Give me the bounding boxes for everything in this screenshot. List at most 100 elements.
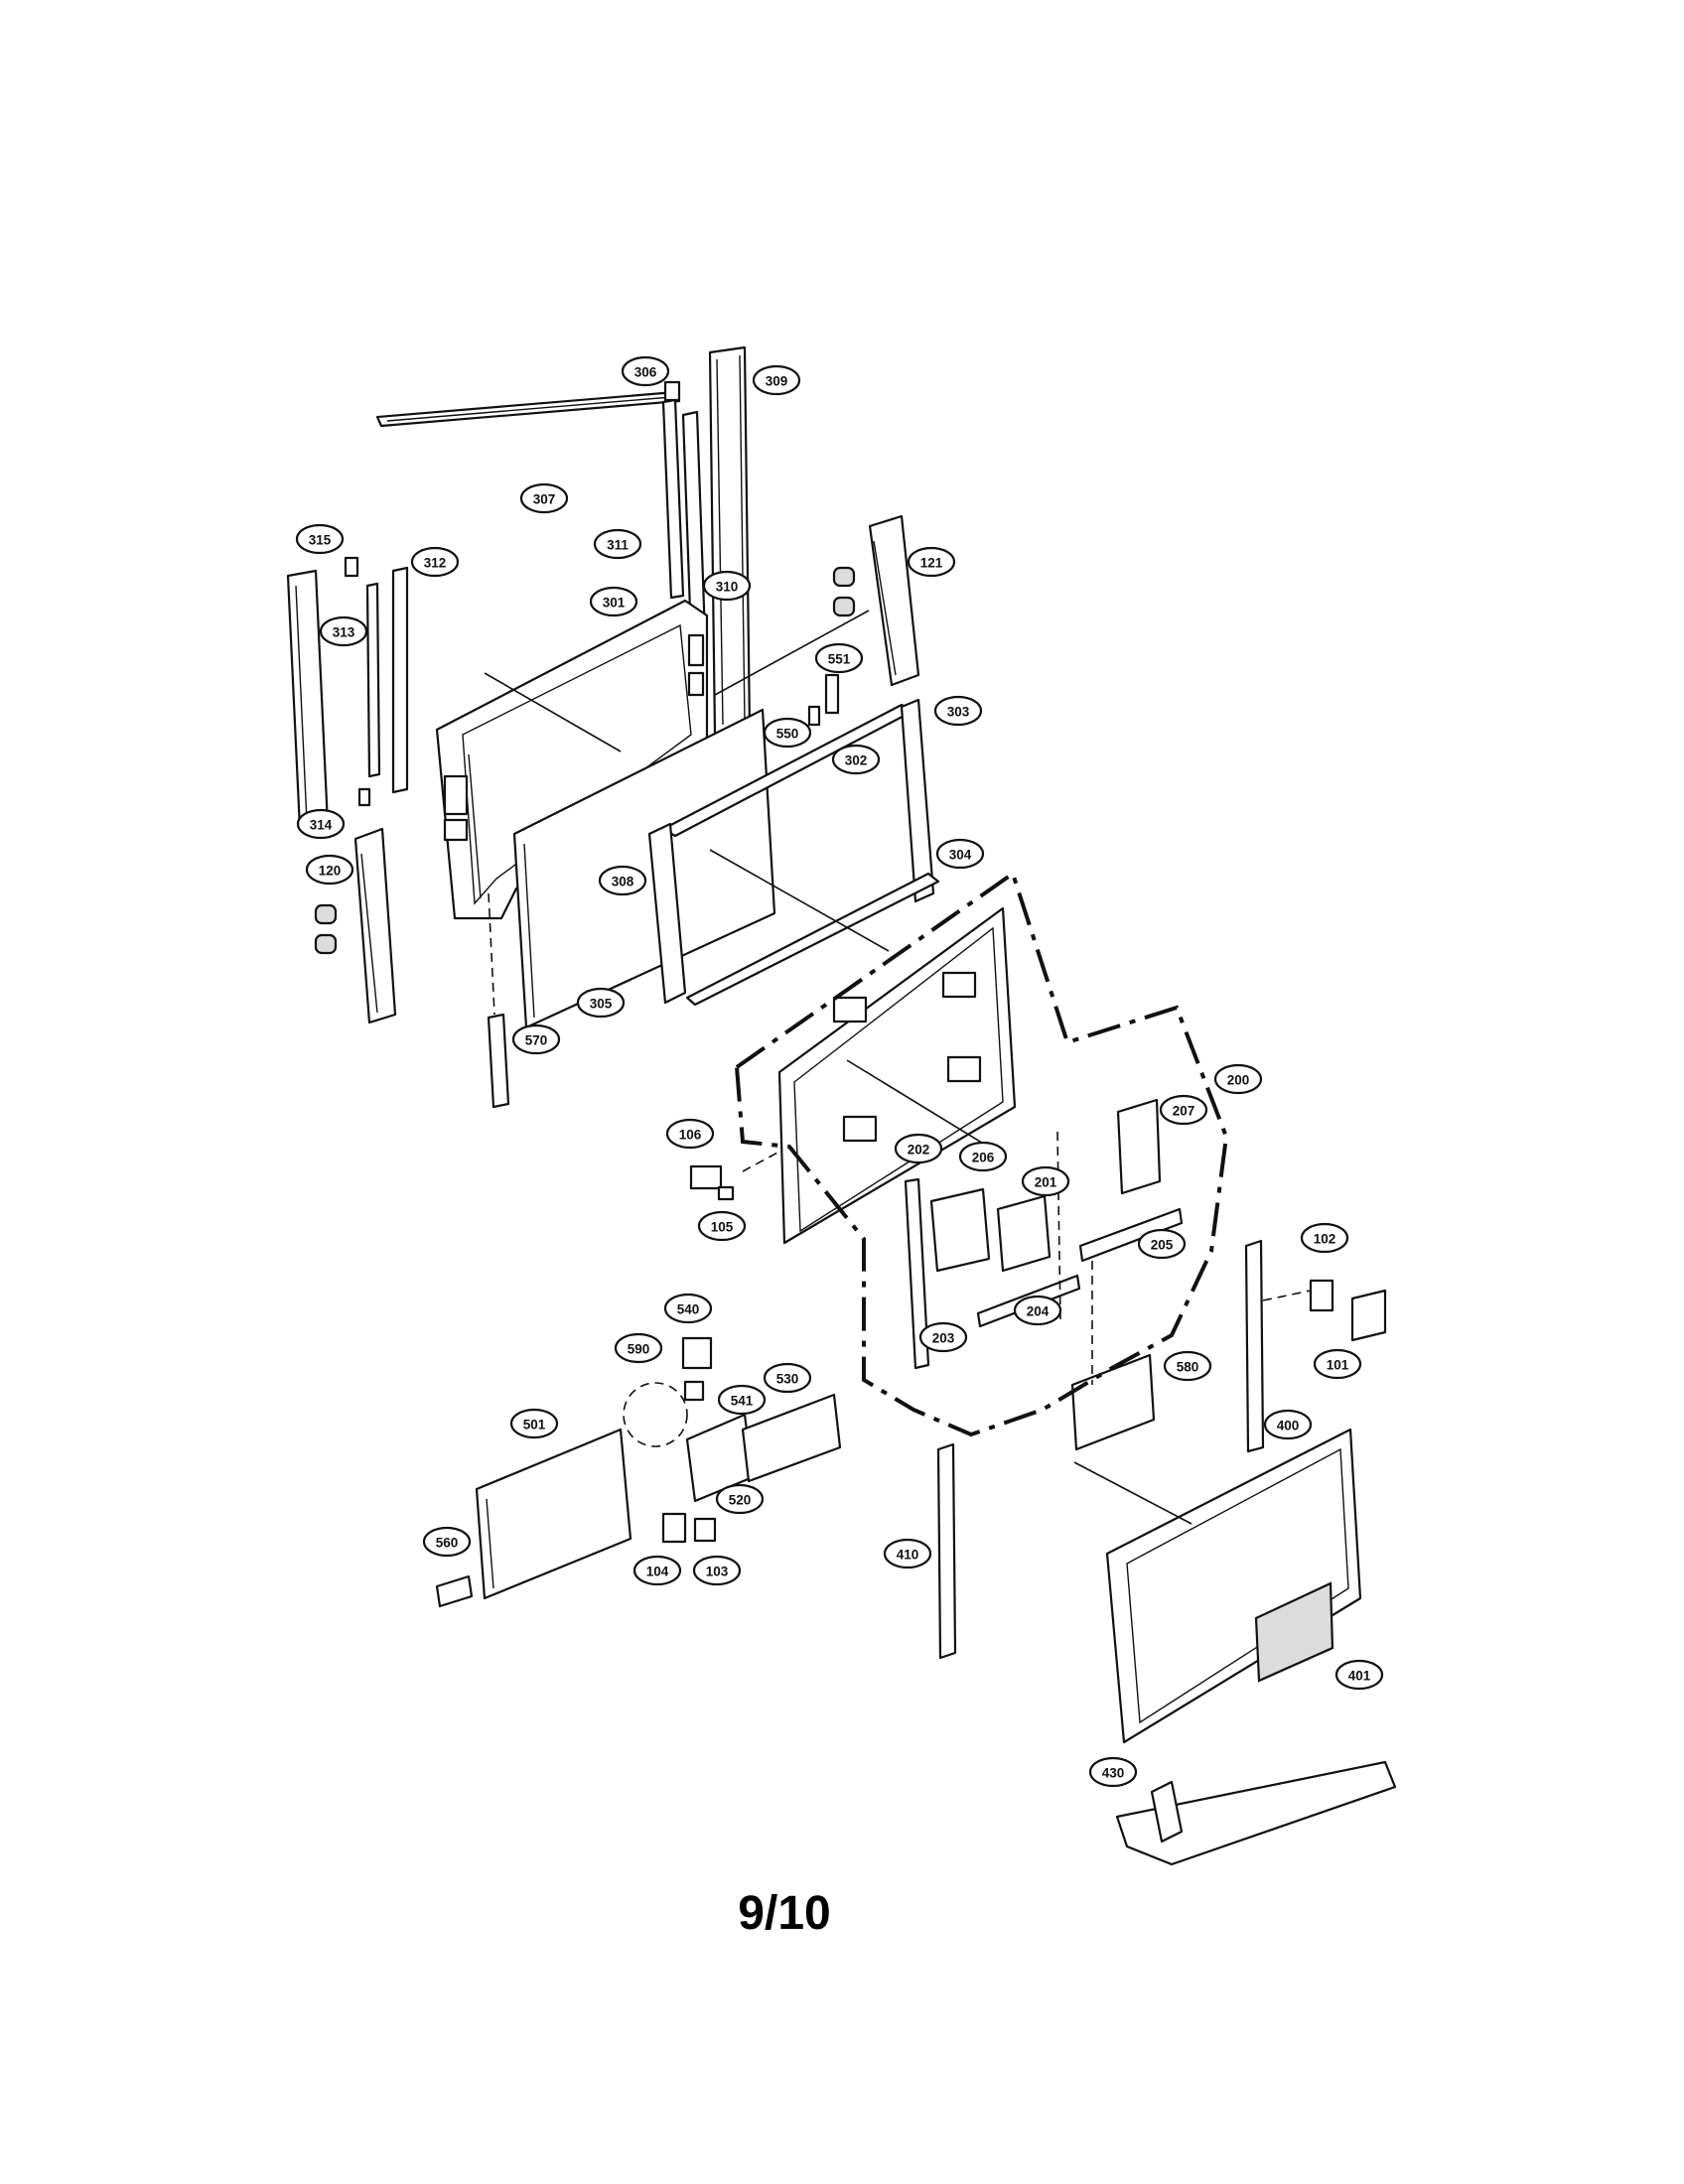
- callout-label: 541: [731, 1394, 754, 1409]
- callout-label: 306: [634, 365, 657, 380]
- callout-label: 501: [523, 1418, 546, 1433]
- callout-label: 105: [711, 1220, 734, 1235]
- callout-oval: [933, 695, 983, 727]
- part-315-clip: [344, 556, 359, 578]
- callout-305: 305: [576, 987, 626, 1019]
- callout-label: 206: [972, 1151, 995, 1165]
- part-301-speaker-grille-left: [443, 774, 469, 816]
- callout-label: 104: [646, 1565, 669, 1579]
- callout-202: 202: [894, 1133, 943, 1164]
- callout-label: 204: [1027, 1304, 1050, 1319]
- part-313-strip: [286, 569, 330, 831]
- callout-oval: [410, 546, 460, 578]
- callout-label: 314: [310, 818, 333, 833]
- callout-oval: [519, 482, 569, 514]
- part-304-frame-bottom: [685, 872, 940, 1007]
- callout-label: 430: [1102, 1766, 1125, 1781]
- part-301-speaker-grille-right: [687, 633, 705, 667]
- part-401-vent-panel: [1254, 1581, 1334, 1683]
- callout-oval: [1313, 1348, 1362, 1380]
- part-308-frame-left: [647, 822, 687, 1005]
- callout-label: 121: [920, 556, 943, 571]
- callout-label: 305: [590, 997, 613, 1012]
- callout-401: 401: [1334, 1659, 1384, 1691]
- part-120-knob-b: [314, 933, 338, 955]
- callout-540: 540: [663, 1293, 713, 1324]
- part-200-window-d: [946, 1055, 982, 1083]
- part-200-window-c: [941, 971, 977, 999]
- callout-label: 580: [1177, 1360, 1199, 1375]
- callout-label: 103: [706, 1565, 729, 1579]
- callout-label: 310: [716, 580, 739, 595]
- callout-570: 570: [511, 1024, 561, 1055]
- callout-oval: [614, 1332, 663, 1364]
- callout-label: 200: [1227, 1073, 1250, 1088]
- callout-label: 401: [1348, 1669, 1371, 1684]
- part-121-speaker: [868, 514, 920, 687]
- callout-307: 307: [519, 482, 569, 514]
- callout-oval: [295, 523, 345, 555]
- callout-306: 306: [621, 355, 670, 387]
- callout-oval: [296, 808, 346, 840]
- part-550-bracket: [807, 705, 821, 727]
- callout-label: 207: [1173, 1104, 1195, 1119]
- callout-309: 309: [752, 364, 801, 396]
- callout-label: 560: [436, 1536, 459, 1551]
- callout-label: 202: [908, 1143, 930, 1158]
- callout-oval: [935, 838, 985, 870]
- part-120-speaker: [353, 827, 397, 1024]
- callout-oval: [715, 1483, 765, 1515]
- callout-204: 204: [1013, 1295, 1062, 1326]
- callout-301: 301: [589, 586, 638, 617]
- callout-oval: [717, 1384, 767, 1416]
- part-301-speaker-grille-right-b: [687, 671, 705, 697]
- part-120-knob-a: [314, 903, 338, 925]
- callout-430: 430: [1088, 1756, 1138, 1788]
- callout-501: 501: [509, 1408, 559, 1439]
- callout-oval: [831, 744, 881, 775]
- callout-oval: [511, 1024, 561, 1055]
- callout-label: 311: [607, 538, 629, 553]
- callout-105: 105: [697, 1210, 747, 1242]
- part-205-board: [1078, 1207, 1184, 1263]
- callout-label: 304: [949, 848, 972, 863]
- callout-oval: [1213, 1063, 1263, 1095]
- callout-200: 200: [1213, 1063, 1263, 1095]
- parts-illustration: [286, 345, 1397, 1866]
- callout-oval: [697, 1210, 747, 1242]
- callout-580: 580: [1163, 1350, 1212, 1382]
- part-121-knob-a: [832, 566, 856, 588]
- callout-label: 303: [947, 705, 970, 720]
- part-580-board: [1070, 1353, 1156, 1451]
- callout-oval: [663, 1293, 713, 1324]
- callout-oval: [763, 717, 812, 749]
- callout-oval: [752, 364, 801, 396]
- callout-304: 304: [935, 838, 985, 870]
- callout-310: 310: [702, 570, 752, 602]
- callout-551: 551: [814, 642, 864, 674]
- callout-oval: [665, 1118, 715, 1150]
- callout-121: 121: [907, 546, 956, 578]
- part-121-knob-b: [832, 596, 856, 617]
- part-102-bracket: [1309, 1279, 1334, 1312]
- part-570-bracket: [487, 1013, 510, 1109]
- callout-label: 201: [1035, 1175, 1057, 1190]
- part-590-dashed-circle: [623, 1382, 688, 1447]
- callout-560: 560: [422, 1526, 472, 1558]
- callout-label: 203: [932, 1331, 955, 1346]
- part-312b-strip: [365, 582, 381, 778]
- callout-oval: [1163, 1350, 1212, 1382]
- page-number: 9/10: [738, 1887, 831, 1940]
- part-551-bracket: [824, 673, 840, 715]
- callout-oval: [305, 854, 354, 886]
- callout-label: 550: [776, 727, 799, 742]
- callout-oval: [763, 1362, 812, 1394]
- callout-302: 302: [831, 744, 881, 775]
- callout-530: 530: [763, 1362, 812, 1394]
- callout-label: 315: [309, 533, 332, 548]
- callout-101: 101: [1313, 1348, 1362, 1380]
- callout-120: 120: [305, 854, 354, 886]
- callout-oval: [1137, 1228, 1187, 1260]
- callout-oval: [1300, 1222, 1349, 1254]
- part-560-cover: [435, 1574, 474, 1608]
